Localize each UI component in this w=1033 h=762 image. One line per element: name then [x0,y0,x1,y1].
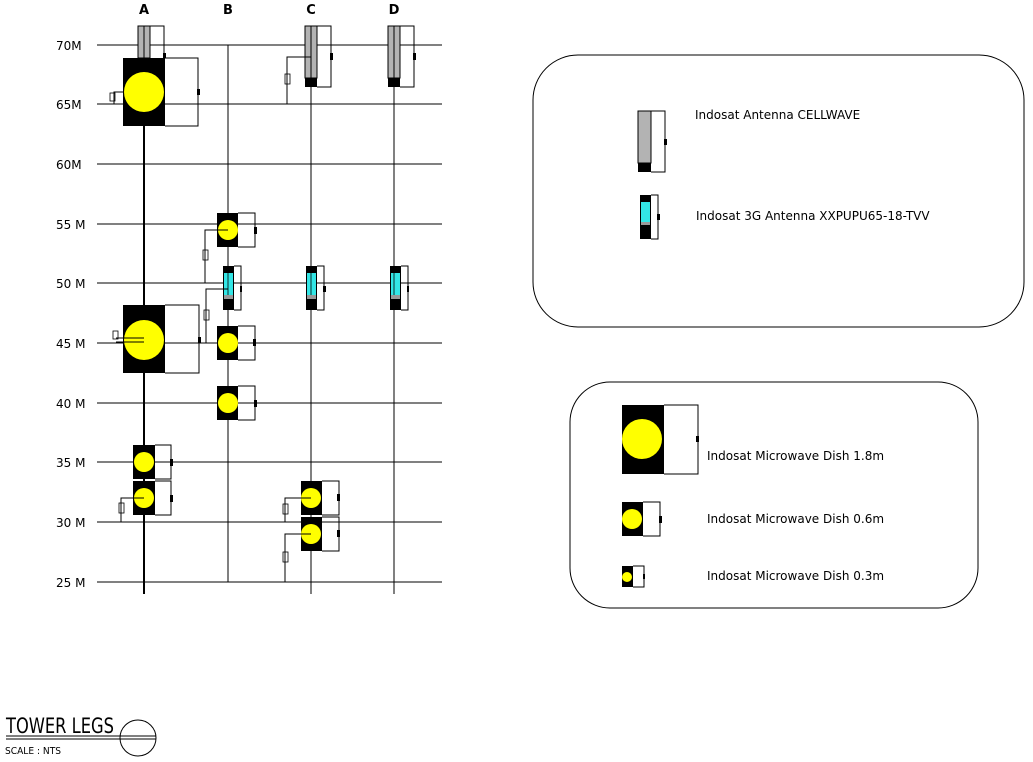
legend-label-cellwave: Indosat Antenna CELLWAVE [695,108,860,122]
column-label-b: B [223,3,233,18]
3g-antenna-icon [640,194,660,240]
cellwave-antenna-leg-c[interactable] [284,25,333,104]
title-circle-icon [119,719,157,757]
level-label-30: 30 M [56,516,85,530]
microwave-dish-1-8m-leg-a-45[interactable] [112,304,201,374]
3g-antenna-leg-b[interactable] [203,265,242,343]
3g-antenna-leg-c[interactable] [306,265,326,311]
cellwave-antenna-leg-a[interactable] [137,25,166,59]
microwave-dish-medium-icon [622,501,662,537]
microwave-dish-0-6m-leg-c-29[interactable] [282,516,340,582]
cellwave-antenna-leg-d[interactable] [387,25,416,88]
legend-dishes: Indosat Microwave Dish 1.8m Indosat Micr… [569,381,979,609]
level-labels: 70M 65M 60M 55 M 50 M 45 M 40 M 35 M 30 … [56,39,85,590]
level-label-40: 40 M [56,397,85,411]
level-label-45: 45 M [56,337,85,351]
microwave-dish-1-8m-leg-a-65[interactable] [109,57,200,127]
level-label-55: 55 M [56,218,85,232]
legend-antennas: Indosat Antenna CELLWAVE Indosat 3G Ante… [532,54,1025,328]
level-label-65: 65M [56,98,82,112]
legend-label-dish-1-8m: Indosat Microwave Dish 1.8m [707,449,884,463]
column-label-d: D [389,3,400,18]
column-label-c: C [306,3,316,18]
microwave-dish-0-6m-leg-a-32[interactable] [118,480,173,522]
microwave-dish-0-6m-leg-b-45[interactable] [217,325,256,361]
microwave-dish-0-6m-leg-a-35[interactable] [133,444,173,480]
level-label-50: 50 M [56,277,85,291]
drawing-scale: SCALE : NTS [5,746,61,757]
column-label-a: A [139,3,149,18]
microwave-dish-0-6m-leg-b-55[interactable] [202,212,257,283]
legend-dishes-frame [569,381,979,609]
microwave-dish-0-6m-leg-c-32[interactable] [282,480,340,522]
legend-label-3g-antenna: Indosat 3G Antenna XXPUPU65-18-TVV [696,209,930,223]
microwave-dish-large-icon [622,404,699,475]
column-headers: A B C D [139,3,400,18]
tower-leg-lines [143,45,395,594]
legend-label-dish-0-6m: Indosat Microwave Dish 0.6m [707,512,884,526]
3g-antenna-leg-d[interactable] [390,265,409,311]
legend-antennas-frame [532,54,1025,328]
level-label-70: 70M [56,39,82,53]
level-label-60: 60M [56,158,82,172]
level-label-35: 35 M [56,456,85,470]
drawing-title: TOWER LEGS [5,714,114,738]
level-label-25: 25 M [56,576,85,590]
title-block: TOWER LEGS SCALE : NTS [5,714,157,757]
microwave-dish-0-6m-leg-b-40[interactable] [217,385,257,421]
cellwave-antenna-icon [637,110,667,173]
legend-label-dish-0-3m: Indosat Microwave Dish 0.3m [707,569,884,583]
microwave-dish-small-icon [622,565,645,588]
